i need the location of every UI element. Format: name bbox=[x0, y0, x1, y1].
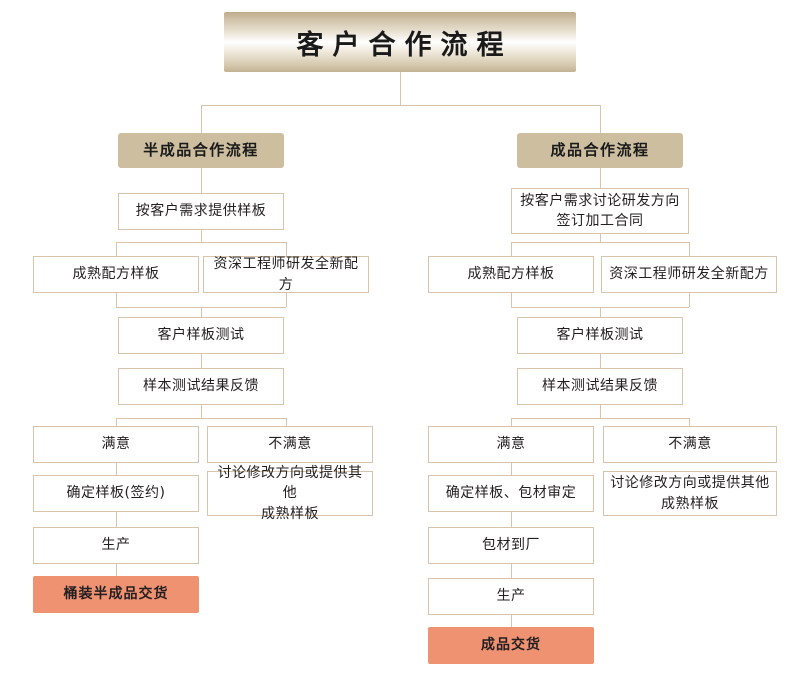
node-right-test-feedback[interactable]: 样本测试结果反馈 bbox=[517, 368, 683, 405]
node-left-new-formula[interactable]: 资深工程师研发全新配方 bbox=[203, 256, 369, 293]
node-left-test-feedback[interactable]: 样本测试结果反馈 bbox=[118, 368, 284, 405]
connector-left-satisfaction-split bbox=[116, 418, 286, 419]
connector-left-merge-stem bbox=[201, 307, 202, 317]
connector-title-stem bbox=[400, 72, 401, 105]
node-left-unsatisfied[interactable]: 不满意 bbox=[207, 426, 373, 463]
connector-left-formula-split bbox=[116, 242, 286, 243]
connector-right-new-down bbox=[689, 293, 690, 307]
connector-left-h-to-s1 bbox=[201, 168, 202, 193]
node-right-confirm-sample[interactable]: 确定样板、包材审定 bbox=[428, 475, 594, 512]
connector-right-satisfaction-split bbox=[511, 418, 689, 419]
connector-left-confirm-to-production bbox=[116, 512, 117, 527]
connector-right-production-to-delivery bbox=[511, 615, 512, 627]
connector-left-production-to-delivery bbox=[116, 564, 117, 576]
connector-right-feedback-stem bbox=[600, 405, 601, 418]
connector-right-test-to-feedback bbox=[600, 354, 601, 368]
node-right-mature-formula[interactable]: 成熟配方样板 bbox=[428, 256, 594, 293]
connector-to-left-branch bbox=[201, 105, 202, 133]
connector-to-right-branch bbox=[600, 105, 601, 133]
node-right-new-formula[interactable]: 资深工程师研发全新配方 bbox=[601, 256, 777, 293]
node-right-customer-test[interactable]: 客户样板测试 bbox=[517, 317, 683, 354]
connector-title-split bbox=[201, 105, 600, 106]
node-right-revise[interactable]: 讨论修改方向或提供其他 成熟样板 bbox=[603, 471, 777, 516]
connector-left-to-unsatisfied bbox=[286, 418, 287, 426]
node-left-sample-provision[interactable]: 按客户需求提供样板 bbox=[118, 193, 284, 230]
node-right-delivery[interactable]: 成品交货 bbox=[428, 627, 594, 664]
node-right-packaging-arrival[interactable]: 包材到厂 bbox=[428, 527, 594, 564]
connector-left-to-satisfied bbox=[116, 418, 117, 426]
node-left-customer-test[interactable]: 客户样板测试 bbox=[118, 317, 284, 354]
connector-left-to-new bbox=[286, 242, 287, 256]
connector-right-to-satisfied bbox=[511, 418, 512, 426]
connector-right-s1-stem bbox=[600, 234, 601, 242]
connector-left-satisfied-down bbox=[116, 463, 117, 475]
connector-left-feedback-stem bbox=[201, 405, 202, 418]
connector-left-test-to-feedback bbox=[201, 354, 202, 368]
connector-right-formula-split bbox=[511, 242, 689, 243]
connector-right-mature-down bbox=[511, 293, 512, 307]
node-right-satisfied[interactable]: 满意 bbox=[428, 426, 594, 463]
connector-right-confirm-to-packaging bbox=[511, 512, 512, 527]
node-left-delivery[interactable]: 桶装半成品交货 bbox=[33, 576, 199, 613]
connector-left-mature-down bbox=[116, 293, 117, 307]
section-header-finished[interactable]: 成品合作流程 bbox=[517, 133, 683, 168]
connector-right-to-mature bbox=[511, 242, 512, 256]
connector-right-to-unsatisfied bbox=[689, 418, 690, 426]
connector-right-satisfied-down bbox=[511, 463, 512, 475]
diagram-title: 客户合作流程 bbox=[224, 12, 576, 72]
connector-right-merge-stem bbox=[600, 307, 601, 317]
node-right-production[interactable]: 生产 bbox=[428, 578, 594, 615]
section-header-semi-finished[interactable]: 半成品合作流程 bbox=[118, 133, 284, 168]
connector-left-new-down bbox=[286, 293, 287, 307]
node-right-sample-provision[interactable]: 按客户需求讨论研发方向 签订加工合同 bbox=[511, 188, 689, 234]
connector-right-packaging-to-production bbox=[511, 564, 512, 578]
node-left-satisfied[interactable]: 满意 bbox=[33, 426, 199, 463]
connector-left-to-mature bbox=[116, 242, 117, 256]
node-left-confirm-sample[interactable]: 确定样板(签约) bbox=[33, 475, 199, 512]
connector-right-to-new bbox=[689, 242, 690, 256]
node-left-revise[interactable]: 讨论修改方向或提供其他 成熟样板 bbox=[207, 465, 373, 522]
connector-left-s1-stem bbox=[201, 230, 202, 242]
node-right-unsatisfied[interactable]: 不满意 bbox=[603, 426, 777, 463]
connector-right-h-to-s1 bbox=[600, 168, 601, 188]
node-left-mature-formula[interactable]: 成熟配方样板 bbox=[33, 256, 199, 293]
node-left-production[interactable]: 生产 bbox=[33, 527, 199, 564]
